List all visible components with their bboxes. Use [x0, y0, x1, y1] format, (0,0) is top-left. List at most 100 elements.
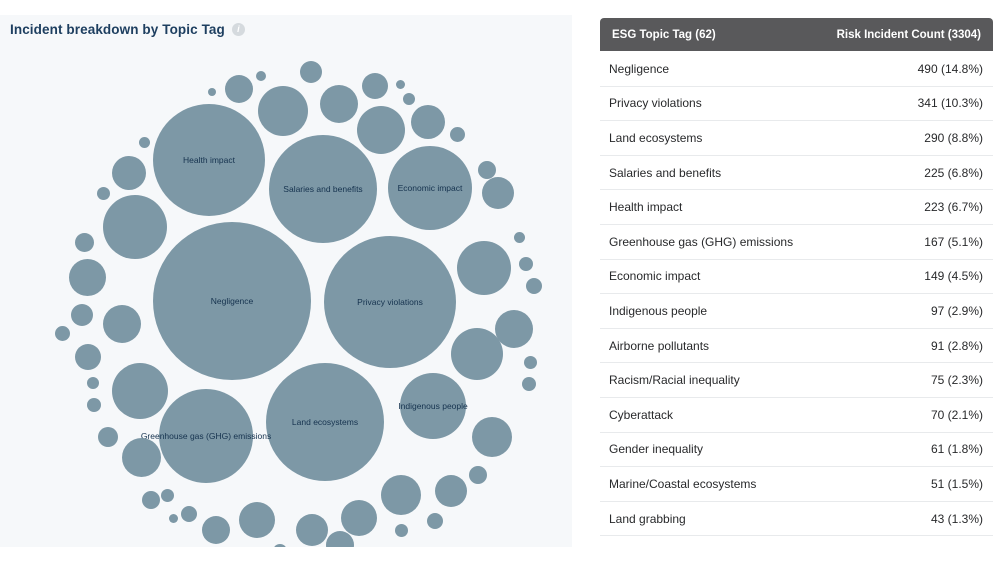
bubble[interactable]: [225, 75, 253, 103]
bubble-privacy-violations[interactable]: Privacy violations: [324, 236, 456, 368]
bubble[interactable]: [239, 502, 275, 538]
bubble[interactable]: [469, 466, 487, 484]
incident-count-cell: 97 (2.9%): [930, 303, 983, 318]
bubble[interactable]: [449, 126, 465, 142]
bubble[interactable]: [457, 241, 511, 295]
table-row[interactable]: Gender inequality 61 (1.8%): [600, 432, 993, 468]
bubble[interactable]: [103, 195, 167, 259]
topic-tag-cell: Gender inequality: [609, 442, 704, 457]
incident-count-cell: 490 (14.8%): [917, 61, 983, 76]
table-row[interactable]: Indigenous people 97 (2.9%): [600, 294, 993, 329]
bubble[interactable]: [202, 516, 230, 544]
bubble[interactable]: [103, 305, 141, 343]
bubble-negligence[interactable]: Negligence: [153, 222, 311, 380]
topic-tag-cell: Cyberattack: [609, 407, 674, 422]
bubble[interactable]: [523, 355, 537, 369]
bubble[interactable]: [381, 475, 421, 515]
bubble-health-impact[interactable]: Health impact: [153, 104, 265, 216]
bubble[interactable]: [394, 523, 408, 537]
incident-count-cell: 167 (5.1%): [924, 234, 983, 249]
topic-tag-cell: Health impact: [609, 200, 683, 215]
incident-count-cell: 290 (8.8%): [924, 130, 983, 145]
bubble[interactable]: [168, 513, 178, 523]
topic-tag-cell: Salaries and benefits: [609, 165, 722, 180]
bubble[interactable]: [208, 88, 216, 96]
bubble[interactable]: [121, 437, 161, 477]
bubble[interactable]: [256, 71, 266, 81]
topic-tag-cell: Indigenous people: [609, 303, 708, 318]
bubble[interactable]: [138, 136, 150, 148]
bubble[interactable]: [341, 500, 377, 536]
bubble[interactable]: [87, 377, 99, 389]
bubble[interactable]: [472, 417, 512, 457]
topic-tag-cell: Greenhouse gas (GHG) emissions: [609, 234, 794, 249]
bubble-label: Economic impact: [397, 183, 463, 193]
bubble[interactable]: [451, 328, 503, 380]
bubble[interactable]: [68, 258, 106, 296]
incident-count-cell: 91 (2.8%): [930, 338, 983, 353]
bubble[interactable]: [513, 231, 525, 243]
bubble-label: Health impact: [183, 155, 235, 165]
bubble-indigenous-people[interactable]: Indigenous people: [398, 373, 468, 439]
bubble[interactable]: [522, 377, 536, 391]
bubble[interactable]: [320, 85, 358, 123]
bubble[interactable]: [273, 544, 287, 547]
table-row[interactable]: Negligence 490 (14.8%): [600, 52, 993, 87]
bubble[interactable]: [74, 232, 94, 252]
bubble[interactable]: [160, 488, 174, 502]
bubble[interactable]: [71, 304, 93, 326]
bubble-salaries-and-benefits[interactable]: Salaries and benefits: [269, 135, 377, 243]
bubble[interactable]: [87, 398, 101, 412]
bubble[interactable]: [411, 105, 445, 139]
bubble[interactable]: [362, 73, 388, 99]
bubble[interactable]: [112, 363, 168, 419]
panel-header: Incident breakdown by Topic Tag i: [10, 22, 245, 37]
bubble[interactable]: [98, 427, 118, 447]
bubble[interactable]: [478, 161, 496, 179]
bubble[interactable]: [519, 257, 533, 271]
bubble[interactable]: [142, 491, 160, 509]
incident-count-cell: 61 (1.8%): [930, 442, 983, 457]
bubble-economic-impact[interactable]: Economic impact: [388, 146, 472, 230]
bubble[interactable]: [296, 514, 328, 546]
bubble[interactable]: [482, 177, 514, 209]
incident-breakdown-panel: Incident breakdown by Topic Tag i Neglig…: [0, 15, 572, 547]
table-row[interactable]: Greenhouse gas (GHG) emissions 167 (5.1%): [600, 224, 993, 260]
bubble[interactable]: [181, 506, 197, 522]
bubble[interactable]: [526, 278, 542, 294]
bubble-greenhouse-gas-ghg-emissions[interactable]: Greenhouse gas (GHG) emissions: [141, 389, 271, 483]
incident-count-cell: 75 (2.3%): [930, 373, 983, 388]
incident-count-cell: 223 (6.7%): [924, 200, 983, 215]
bubble[interactable]: [495, 310, 533, 348]
topic-tag-cell: Privacy violations: [609, 96, 702, 111]
bubble-label: Salaries and benefits: [283, 184, 363, 194]
bubble-land-ecosystems[interactable]: Land ecosystems: [266, 363, 384, 481]
bubble[interactable]: [403, 93, 415, 105]
bubble[interactable]: [395, 79, 405, 89]
bubble[interactable]: [427, 513, 443, 529]
topic-tag-cell: Negligence: [609, 61, 670, 76]
table-row[interactable]: Health impact 223 (6.7%): [600, 190, 993, 225]
bubble[interactable]: [300, 61, 322, 83]
bubble[interactable]: [357, 106, 405, 154]
info-icon[interactable]: i: [231, 23, 245, 36]
bubble[interactable]: [258, 86, 308, 136]
bubble[interactable]: [96, 186, 110, 200]
bubble[interactable]: [54, 325, 70, 341]
bubble[interactable]: [112, 156, 146, 190]
bubble[interactable]: [326, 531, 354, 547]
bubble[interactable]: [75, 344, 101, 370]
bubble[interactable]: [435, 475, 467, 507]
incident-count-header: Risk Incident Count (3304): [836, 28, 981, 41]
